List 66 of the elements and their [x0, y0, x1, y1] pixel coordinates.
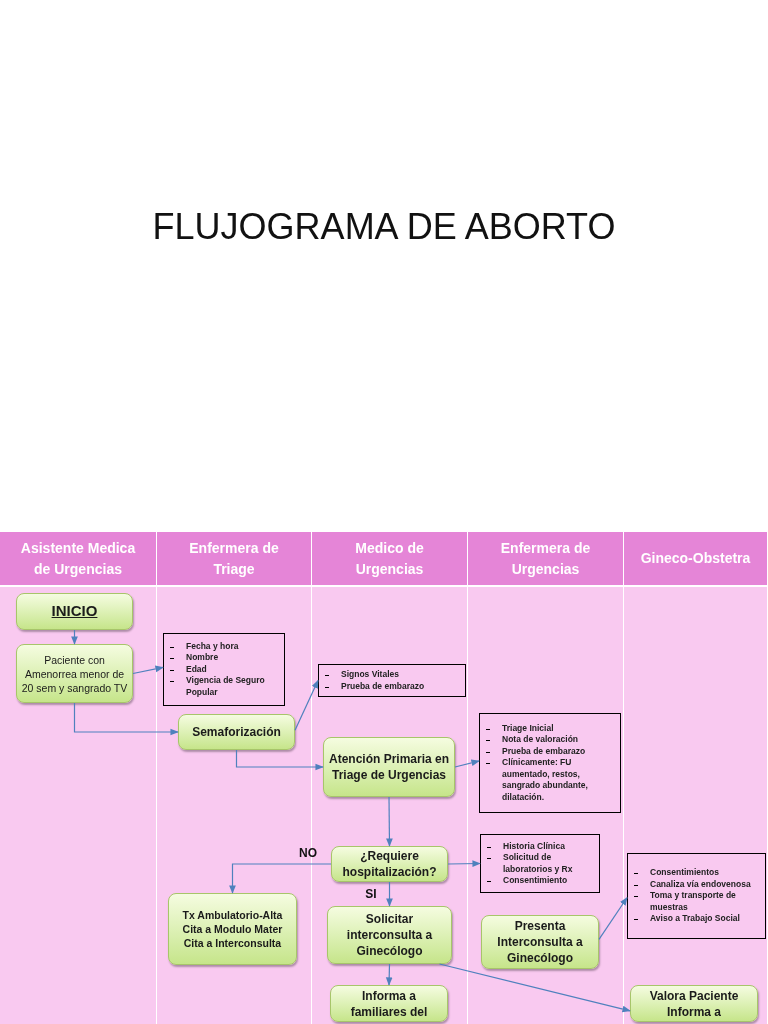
lane-header: Asistente Medica de Urgencias: [0, 532, 156, 587]
note-box: [318, 664, 466, 697]
note-item: Consentimientos: [650, 867, 719, 879]
box-text: Semaforización: [192, 724, 281, 740]
lane-header: Gineco-Obstetra: [624, 532, 767, 587]
note-item: Clínicamente: FU aumentado, restos, sangrado abundante, dilatación.: [502, 757, 589, 804]
note-item: Nombre: [186, 652, 219, 664]
arrow: [598, 897, 628, 940]
note-box: [163, 633, 285, 706]
box-text: Solicitar interconsulta a Ginecólogo: [345, 911, 434, 959]
note-item: Fecha y hora: [186, 640, 239, 653]
note-item: Signos Vitales: [341, 669, 399, 681]
note-box: [627, 853, 766, 939]
note-box: [480, 834, 600, 893]
arrow: [73, 702, 179, 736]
box-text: ¿Requiere hospitalización?: [341, 848, 438, 880]
note-item: Prueba de embarazo: [502, 745, 586, 758]
note-item: Historia Clínica: [503, 840, 565, 852]
arrow: [454, 759, 480, 768]
note-item: Edad: [186, 663, 207, 676]
arrow: [132, 665, 164, 675]
note-item: Toma y transporte de muestras: [650, 890, 737, 914]
process-box: [323, 737, 455, 797]
box-text: INICIO: [51, 601, 98, 622]
box-text: Atención Primaria en Triage de Urgencias: [328, 751, 450, 783]
box-text: Paciente con Amenorrea menor de 20 sem y sangrado TV: [21, 652, 128, 695]
box-text: Informa a familiares del: [349, 987, 429, 1020]
lane-header: Medico de Urgencias: [312, 532, 467, 587]
arrow: [447, 860, 481, 867]
process-box: [481, 915, 599, 969]
box-text: Valora Paciente Informa a: [648, 987, 740, 1020]
edge-label: NO: [299, 845, 317, 862]
lane-header: Enfermera de Urgencias: [468, 532, 623, 587]
process-box: [168, 893, 297, 965]
lane-header: Enfermera de Triage: [157, 532, 311, 587]
swimlane: [624, 532, 768, 1024]
box-text: Presenta Interconsulta a Ginecólogo: [496, 918, 584, 966]
arrow: [438, 963, 631, 1013]
process-box: [330, 985, 448, 1022]
note-item: Vigencia de Seguro Popular: [186, 675, 266, 699]
arrow: [294, 679, 319, 731]
swimlane: [0, 532, 157, 1024]
arrow: [235, 749, 324, 771]
note-item: Consentimiento: [503, 875, 568, 887]
note-item: Prueba de embarazo: [341, 680, 425, 692]
process-box: [331, 846, 448, 882]
note-item: Solicitud de laboratorios y Rx: [503, 852, 574, 875]
arrow: [386, 881, 393, 907]
title: FLUJOGRAMA DE ABORTO: [151, 205, 617, 249]
arrow: [71, 629, 78, 645]
note-item: Aviso a Trabajo Social: [650, 913, 740, 925]
swimlane: [468, 532, 624, 1024]
start-box: [16, 593, 133, 630]
arrow: [385, 963, 393, 986]
process-box: [630, 985, 758, 1022]
process-box: [178, 714, 295, 750]
note-item: Triage Inicial: [502, 722, 554, 735]
arrow: [229, 863, 332, 894]
note-box: [479, 713, 621, 813]
arrow: [386, 796, 393, 847]
note-item: Canaliza vía endovenosa: [650, 878, 751, 891]
edge-label: SI: [365, 886, 377, 903]
box-text: Tx Ambulatorio-Alta Cita a Modulo Mater Cita a Interconsulta: [181, 908, 284, 950]
process-box: [327, 906, 452, 964]
process-box: [16, 644, 133, 703]
note-item: Nota de valoración: [502, 734, 579, 746]
